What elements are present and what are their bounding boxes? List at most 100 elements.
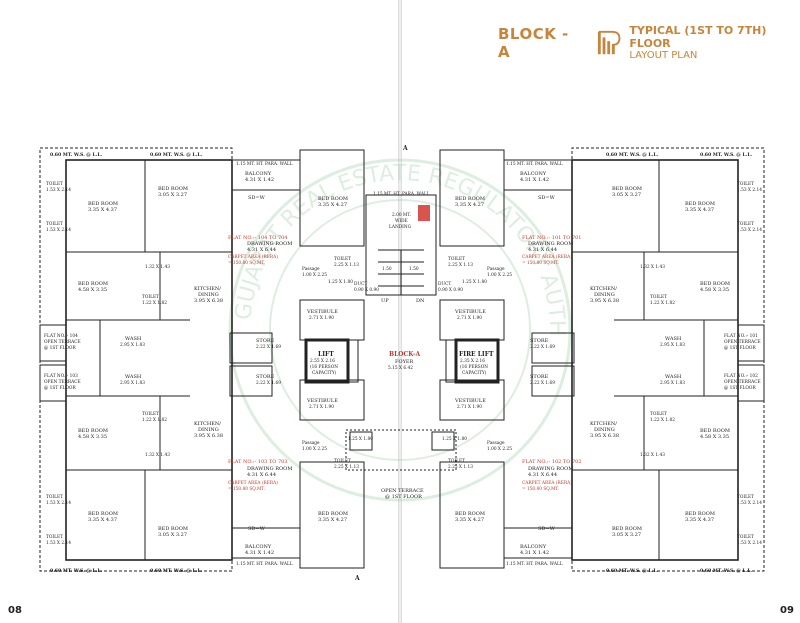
- flat-101-at-1st: @ 1ST FLOOR: [724, 346, 756, 351]
- carpet-left-top: CARPET AREA (RERA): [228, 255, 278, 260]
- bed-left-8: BED ROOM: [318, 511, 348, 517]
- bed-right-8: BED ROOM: [685, 511, 715, 517]
- para-wall-right-top: 1.15 MT. HT. PARA. WALL: [506, 162, 563, 167]
- bed-right-4: BED ROOM: [700, 281, 730, 287]
- landing-3: LANDING: [389, 225, 412, 230]
- toilet-right-1: TOILET: [737, 182, 754, 187]
- toilet-left-1-size: 1.53 X 2.14: [46, 188, 71, 193]
- dim-right-132-top: 1.32 X 1.43: [640, 265, 665, 270]
- lift-capacity-1: (16 PERSON: [310, 365, 338, 370]
- balcony-left-bottom-size: 4.31 X 1.42: [245, 550, 274, 556]
- foyer-size: 5.15 X 6.42: [388, 366, 413, 371]
- book-spine: [398, 0, 402, 623]
- para-wall-left-top: 1.15 MT. HT. PARA. WALL: [236, 162, 293, 167]
- right-wing-walls: [439, 147, 765, 572]
- drawing-right-bottom-size: 4.31 X 6.44: [528, 472, 557, 478]
- flat-102-at-1st: @ 1ST FLOOR: [724, 386, 756, 391]
- plan-title: TYPICAL (1ST TO 7TH) FLOOR: [629, 24, 767, 50]
- toilet-right-3-size: 1.53 X 2.14: [737, 501, 762, 506]
- fire-extinguisher-icon: [418, 205, 430, 221]
- block-title: BLOCK - A: [498, 25, 569, 61]
- carpet-right-top: CARPET AREA (RERA): [522, 255, 572, 260]
- bed-right-4-size: 4.58 X 3.35: [700, 287, 729, 293]
- para-wall-core: 1.15 MT. HT. PARA. WALL: [373, 192, 430, 197]
- plan-subtitle: LAYOUT PLAN: [629, 49, 698, 61]
- bed-right-1-size: 3.35 X 4.27: [455, 202, 484, 208]
- vestibule-right-top-size: 2.71 X 1.90: [457, 316, 482, 321]
- carpet-left-bottom-val: = 150.80 SQ.MT.: [228, 487, 265, 492]
- duct-left-top: DUCT: [354, 282, 367, 287]
- sdw-left-bottom: SD=W: [248, 526, 266, 532]
- lift-capacity-2: CAPACITY): [312, 371, 337, 376]
- toilet-left-7-size: 2.25 X 1.13: [334, 263, 359, 268]
- toilet-right-6-size: 1.22 X 1.82: [650, 418, 675, 423]
- dim-right-125-top: 1.25 X 1.80: [462, 280, 487, 285]
- bed-right-3: BED ROOM: [685, 201, 715, 207]
- store-left-top: STORE: [256, 338, 275, 344]
- carpet-left-bottom: CARPET AREA (RERA): [228, 481, 278, 486]
- vestibule-left-bottom-size: 2.71 X 1.90: [309, 405, 334, 410]
- kitchen-right-bottom-size: 3.95 X 6.38: [590, 433, 619, 439]
- kitchen-left-bottom-size: 3.95 X 6.38: [194, 433, 223, 439]
- core-walls: [304, 194, 500, 471]
- kitchen-left-bottom: KITCHEN/: [194, 421, 221, 427]
- duct-right-top-size: 0.90 X 0.90: [438, 288, 463, 293]
- toilet-right-7-size: 2.25 X 1.13: [448, 263, 473, 268]
- toilet-left-8: TOILET: [334, 459, 351, 464]
- toilet-right-5-size: 1.22 X 1.82: [650, 301, 675, 306]
- vestibule-left-top: VESTIBULE: [306, 309, 338, 315]
- ws-top-right-a: 0.60 MT. W.S. @ L.L.: [606, 151, 659, 158]
- passage-left-bottom: Passage: [302, 441, 320, 446]
- stair-dim-left: 1.50: [382, 267, 392, 272]
- flat-label-104: FLAT NO.:- 104 TO 704: [228, 235, 288, 241]
- toilet-left-5-size: 1.22 X 1.82: [142, 301, 167, 306]
- store-left-bottom-size: 2.22 X 1.69: [256, 381, 281, 386]
- landing-1: 2.00 MT.: [392, 213, 411, 218]
- bed-left-4-size: 4.58 X 3.35: [78, 287, 107, 293]
- title-stack: TYPICAL (1ST TO 7TH) FLOOR LAYOUT PLAN: [629, 24, 800, 61]
- flat-label-102: FLAT NO.:- 102 TO 702: [522, 459, 582, 465]
- bed-left-8-size: 3.35 X 4.27: [318, 517, 347, 523]
- toilet-left-4-size: 1.53 X 2.14: [46, 541, 71, 546]
- stair-dim-right: 1.50: [409, 267, 419, 272]
- balcony-right-bottom: BALCONY: [520, 544, 547, 550]
- landing-2: WIDE: [395, 219, 408, 224]
- watermark-seal: GUJARAT REAL ESTATE REGULATORY AUTHORITY: [0, 0, 572, 502]
- toilet-right-4: TOILET: [737, 535, 754, 540]
- bed-left-4: BED ROOM: [78, 281, 108, 287]
- bed-left-5-size: 4.58 X 3.35: [78, 434, 107, 440]
- flat-label-101: FLAT NO.:- 101 TO 701: [522, 235, 582, 241]
- wash-left-bottom-size: 2.95 X 1.83: [120, 381, 145, 386]
- kitchen-left-top: KITCHEN/: [194, 286, 221, 292]
- passage-left-top-size: 1.00 X 2.25: [302, 273, 327, 278]
- drawing-left-bottom-size: 4.31 X 6.44: [247, 472, 276, 478]
- bed-left-3: BED ROOM: [318, 196, 348, 202]
- toilet-right-7: TOILET: [448, 257, 465, 262]
- bed-left-5: BED ROOM: [78, 428, 108, 434]
- open-terrace-core-floor: @ 1ST FLOOR: [385, 493, 422, 500]
- passage-right-top-size: 1.00 X 2.25: [487, 273, 512, 278]
- dim-left-125-bottom: 1.25 X 1.80: [348, 437, 373, 442]
- dining-left-top: DINING: [198, 292, 219, 298]
- sdw-right-bottom: SD=W: [538, 526, 556, 532]
- carpet-right-top-val: = 150.80 SQ.MT.: [522, 261, 559, 266]
- right-page: [402, 0, 800, 623]
- bed-right-8-size: 3.35 X 4.37: [685, 517, 714, 523]
- drawing-right-top-size: 4.31 X 6.44: [528, 247, 557, 253]
- balcony-right-top: BALCONY: [520, 171, 547, 177]
- kitchen-right-top-size: 3.95 X 6.38: [590, 298, 619, 304]
- open-terrace-core: OPEN TERRACE: [381, 488, 424, 494]
- toilet-left-6-size: 1.22 X 1.82: [142, 418, 167, 423]
- flat-104-open-terrace: OPEN TERRACE: [44, 340, 81, 345]
- toilet-left-6: TOILET: [142, 412, 159, 417]
- vestibule-right-top: VESTIBULE: [454, 309, 486, 315]
- bed-left-1: BED ROOM: [88, 201, 118, 207]
- ws-bottom-right-b: 0.60 MT. W.S. @ L.L.: [700, 567, 753, 574]
- ws-top-left-a: 0.60 MT. W.S. @ L.L.: [50, 151, 103, 158]
- passage-right-bottom: Passage: [487, 441, 505, 446]
- flat-104-at-1st: @ 1ST FLOOR: [44, 346, 76, 351]
- stair-up: UP: [381, 298, 389, 304]
- store-right-top: STORE: [530, 338, 549, 344]
- lift-label: LIFT: [318, 351, 334, 358]
